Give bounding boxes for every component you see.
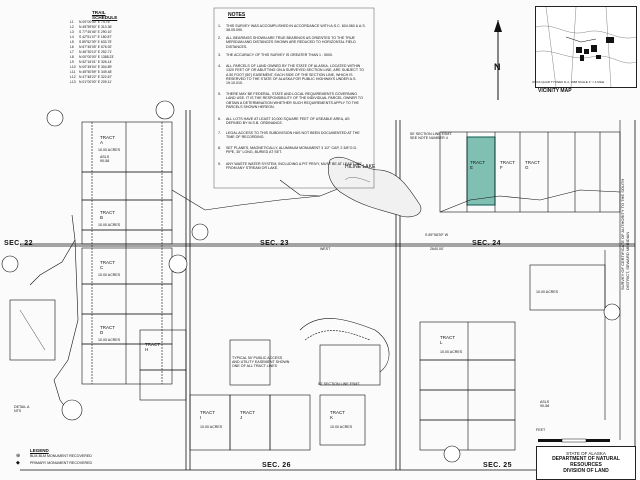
monument-recovered-icon: ⊕ [16,453,21,459]
section-label: SEC. 26 [262,462,291,469]
legend: LEGEND ⊕ BLM-BLM MONUMENT RECOVERED ◆ PR… [8,448,108,467]
tract-acres: 10.00 ACRES [98,148,121,152]
tract-acres: 10.00 ACRES [440,350,463,354]
trail-row: L8 N 00°00'00" E 1388.23' [70,55,114,59]
legend-title: LEGEND [30,448,49,453]
trail-schedule: TRAIL SCHEDULE L1 N 00°00'00" E 74.76' L… [70,10,130,85]
side-title: SURVEY OF CERTIFICATE OF AUTHORITY TO TH… [620,178,630,290]
trail-row: L3 S 77°45'46" E 290.10' [70,30,112,34]
trail-row: L5 S 89°52'39" E 633.75' [70,40,112,44]
title-block: STATE OF ALASKA DEPARTMENT OF NATURAL RE… [536,446,636,480]
trail-row: L4 S 42°51'47" E 180.87' [70,35,112,39]
primary-monument-icon: ◆ [16,460,20,466]
section-label: SEC. 23 [260,240,289,247]
title-line-3: DIVISION OF LAND [563,468,609,474]
scale-bar-graphic [538,438,610,443]
trail-row: L11 N 45°50'59" E 349.48' [70,70,113,74]
vicinity-map-graphic [536,7,636,87]
tract-acres: 10.00 ACRES [200,425,223,429]
trail-row: L2 N 45°59'50" E 310.36' [70,25,113,29]
vicinity-map[interactable] [535,6,637,88]
legend-item: ◆ PRIMARY MONUMENT RECOVERED [16,460,93,466]
section-line-esmt-note: 50' SECTION LINE ESMT. [318,382,361,386]
tract-acres: 10.00 ACRES [536,290,559,294]
asls-label: ASLS 90-58 [540,400,550,408]
tract-label[interactable]: TRACT H [145,342,160,352]
notes-panel: NOTES 1.THIS SURVEY WAS ACCOMPLISHED IN … [218,12,366,171]
trail-row: L13 N 01°00'00" E 209.11' [70,80,112,84]
tract-acres: 10.00 ACRES [330,425,353,429]
north-arrow-icon [494,20,502,100]
asls-label: ASLS 90-58 [100,155,110,163]
trail-row: L9 N 52°16'01" E 326.14' [70,60,113,64]
legend-item: ⊕ BLM-BLM MONUMENT RECOVERED [16,453,92,459]
title-line-1: STATE OF ALASKA [566,451,606,456]
tract-label[interactable]: TRACT A [100,135,115,145]
trail-schedule-rows: L1 N 00°00'00" E 74.76' L2 N 45°59'50" E… [70,20,130,85]
detail-label: DETAIL A NTS [14,405,30,413]
distance-label: 2640.00' [430,247,444,251]
tract-acres: 10.00 ACRES [98,338,121,342]
lake-label: HILINE LAKE [345,164,376,170]
highlighted-tract[interactable] [466,136,496,206]
tract-label[interactable]: TRACT D [100,325,115,335]
notes-title: NOTES [228,12,246,18]
public-access-note: TYPICAL 50' PUBLIC ACCESS AND UTILITY EA… [232,356,290,368]
tract-label[interactable]: TRACT J [240,410,255,420]
trail-schedule-title: TRAIL SCHEDULE [92,10,118,20]
tract-label[interactable]: TRACT G [525,160,540,170]
lake-outline [328,157,422,218]
vicinity-map-title: VICINITY MAP [538,88,572,94]
easement-note: 50' SECTION LINE ESMT. SEE NOTE NUMBER 4 [410,132,453,140]
tract-label[interactable]: TRACT B [100,210,115,220]
section-label: SEC. 22 [4,240,33,247]
tract-label[interactable]: TRACT I [200,410,215,420]
bearing-label: S 89°58'39" W [425,233,449,237]
tract-label[interactable]: TRACT C [100,260,115,270]
trail-row: L1 N 00°00'00" E 74.76' [70,20,111,24]
section-label: SEC. 25 [483,462,512,469]
tract-label[interactable]: TRACT F [500,160,515,170]
trail-row: L7 N 46°30'10" E 252.71' [70,50,113,54]
tract-label[interactable]: TRACT K [330,410,345,420]
west-label: WEST [320,247,331,251]
trail-row: L6 N 67°45'05" E 676.92' [70,45,113,49]
scale-unit: FEET [536,428,546,432]
title-line-2: DEPARTMENT OF NATURAL RESOURCES [552,456,620,468]
tract-label[interactable]: TRACT E [470,160,485,170]
vicinity-map-scale: USGS QUAD TYONEK D-4, 1958 SCALE 1" = 4 … [532,80,605,84]
tract-acres: 10.00 ACRES [98,223,121,227]
trail-row: L12 N 47°48'22" E 322.67' [70,75,113,79]
trail-row: L10 N 00°45'04" E 304.89' [70,65,113,69]
section-label: SEC. 24 [472,240,501,247]
north-label: N [494,62,501,72]
tract-label[interactable]: TRACT L [440,335,455,345]
tract-acres: 10.00 ACRES [98,273,121,277]
